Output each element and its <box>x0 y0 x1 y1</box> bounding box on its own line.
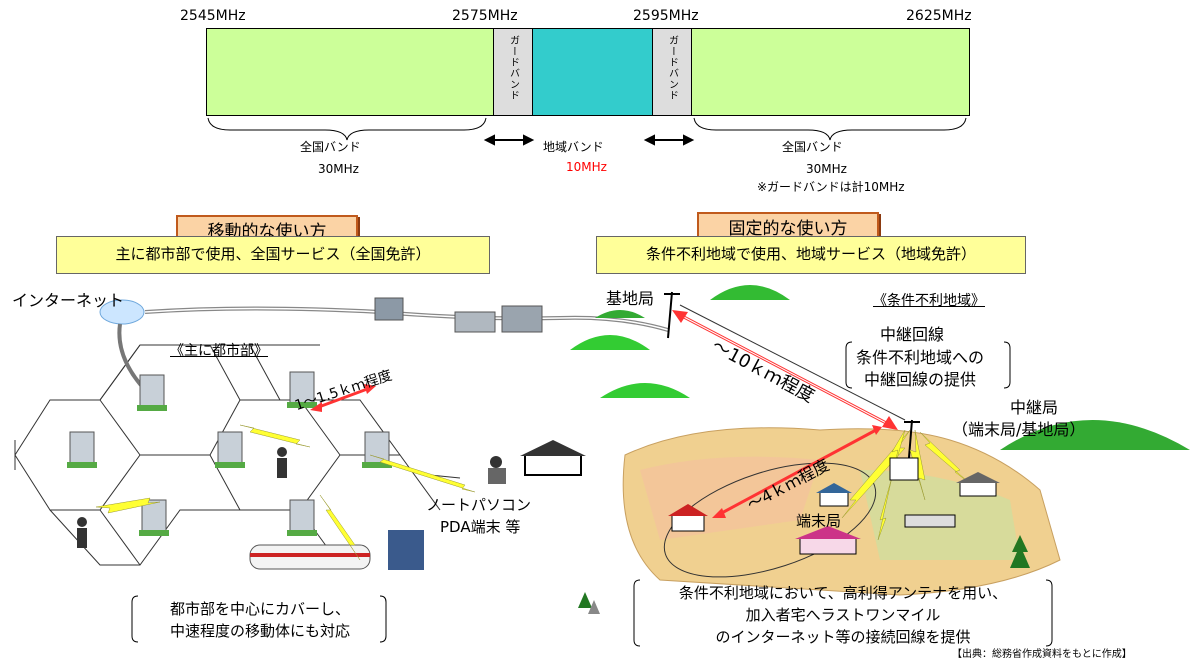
radio-link-icons <box>95 424 476 561</box>
backbone-cable <box>144 306 669 332</box>
guard-arrow-right <box>643 134 695 146</box>
mobile-note-bracket-left <box>131 595 139 643</box>
relay-note-bracket-left <box>845 341 853 389</box>
source-credit: 【出典：総務省作成資料をもとに作成】 <box>952 649 1132 660</box>
mobile-distance-arrow <box>310 384 376 412</box>
guard-band-right-label: ガードバンド <box>666 35 678 101</box>
national-band-left-width: 30MHz <box>318 162 359 176</box>
relay-note-line2: 中継回線の提供 <box>864 370 977 389</box>
terminal-distance-arrow <box>712 425 882 518</box>
national-band-right-label: 全国バンド <box>782 140 843 154</box>
freq-label-2595: 2595MHz <box>633 8 699 24</box>
device-label-line2: PDA端末 等 <box>440 518 521 536</box>
internet-cloud-icon <box>99 299 145 325</box>
regional-band-width: 10MHz <box>566 160 607 174</box>
national-left-brace <box>207 117 487 141</box>
national-band-right-width: 30MHz <box>806 162 847 176</box>
train-icon <box>249 544 371 570</box>
base-station-label: 基地局 <box>606 289 655 308</box>
regional-band-label: 地域バンド <box>543 140 604 154</box>
mobile-description: 主に都市部で使用、全国サービス（全国免許） <box>56 236 490 274</box>
national-band-left-label: 全国バンド <box>300 140 361 154</box>
national-band-right <box>691 28 970 116</box>
relay-station-label: 中継局 <box>1010 398 1059 417</box>
fixed-note-bracket-left <box>633 579 641 647</box>
fixed-note-line1: 条件不利地域において、高利得アンテナを用い、 <box>678 584 1008 602</box>
fixed-note-line3: のインターネット等の接続回線を提供 <box>715 628 971 646</box>
coverage-area <box>663 462 877 578</box>
terminal-station-label: 端末局 <box>796 512 842 530</box>
fixed-description: 条件不利地域で使用、地域サービス（地域免許） <box>596 236 1026 274</box>
national-right-brace <box>693 117 967 141</box>
internet-label: インターネット <box>12 291 125 310</box>
rural-house-icons <box>668 457 1000 555</box>
person-icons <box>77 447 506 570</box>
tree-icons <box>578 535 1030 614</box>
freq-label-2575: 2575MHz <box>452 8 518 24</box>
building-icons <box>67 297 586 536</box>
freq-label-2625: 2625MHz <box>906 8 972 24</box>
guard-arrow-left <box>483 134 535 146</box>
relay-distance-arrow <box>672 310 898 430</box>
guard-band-right: ガードバンド <box>652 28 692 116</box>
hill-icons <box>570 285 1190 450</box>
mobile-note-bracket-right <box>379 595 387 643</box>
urban-area-label: 《主に都市部》 <box>170 343 268 359</box>
relay-station-sub: （端末局/基地局） <box>952 420 1086 439</box>
device-label-line1: ノートパソコン <box>426 496 532 514</box>
rural-area-label: 《条件不利地域》 <box>873 293 985 309</box>
relay-line-label: 中継回線 <box>880 325 945 344</box>
regional-band <box>532 28 653 116</box>
mobile-note-line1: 都市部を中心にカバーし、 <box>169 600 350 618</box>
relay-note-line1: 条件不利地域への <box>856 348 985 367</box>
fixed-note-line2: 加入者宅へラストワンマイル <box>745 606 941 624</box>
guard-band-note: ※ガードバンドは計10MHz <box>757 180 905 194</box>
freq-label-2545: 2545MHz <box>180 8 246 24</box>
guard-band-left-label: ガードバンド <box>507 35 519 101</box>
fixed-note-bracket-right <box>1045 579 1053 647</box>
guard-band-left: ガードバンド <box>493 28 533 116</box>
relay-note-bracket-right <box>1003 341 1011 389</box>
mobile-note-line2: 中速程度の移動体にも対応 <box>169 622 350 640</box>
